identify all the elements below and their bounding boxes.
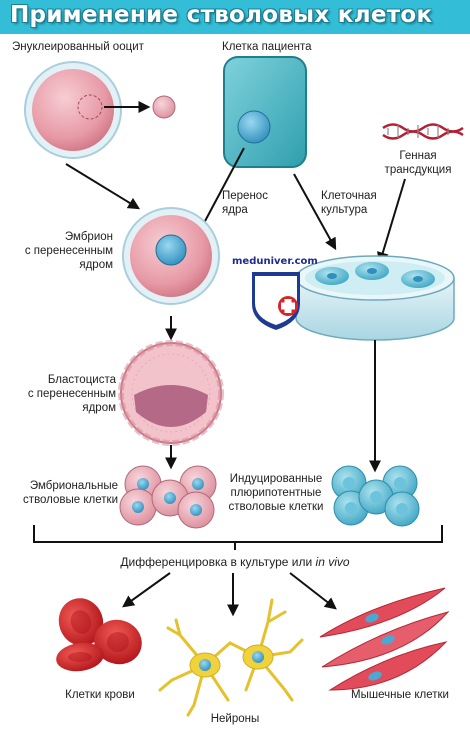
label-embryo: Эмбрион с перенесенным ядром <box>10 230 113 272</box>
label-cell-culture-line2: культура <box>321 204 368 216</box>
label-embryonic-stem-cells: Эмбриональные стволовые клетки <box>6 479 118 507</box>
label-blood-cells: Клетки крови <box>65 689 135 701</box>
label-cell-culture: Клеточная культура <box>321 189 377 217</box>
medical-shield-icon <box>252 272 300 330</box>
label-muscle-cells: Мышечные клетки <box>351 689 449 701</box>
neuron-nucleus-1 <box>199 659 211 671</box>
embryo-with-nucleus <box>122 207 220 305</box>
patient-cell <box>223 56 307 168</box>
label-ipsc-line3: стволовые клетки <box>228 501 324 513</box>
induced-pluripotent-stem-cells <box>331 465 420 527</box>
arrow-to-blood-cells <box>122 572 171 608</box>
title-banner: Применение стволовых клеток <box>0 0 470 34</box>
label-embryo-line2: с перенесенным <box>24 245 113 257</box>
label-gene-transduction-line2: трансдукция <box>384 164 452 176</box>
label-blastocyst: Бластоциста с перенесенным ядром <box>10 373 116 415</box>
label-patient-cell: Клетка пациента <box>222 41 312 53</box>
label-cell-culture-line1: Клеточная <box>321 190 377 202</box>
label-in-vivo: in vivo <box>315 555 350 569</box>
page-title: Применение стволовых клеток <box>10 2 433 28</box>
label-esc-line2: стволовые клетки <box>23 494 118 506</box>
label-embryo-line3: ядром <box>79 259 113 271</box>
arrow-oocyte-to-embryo <box>65 163 141 210</box>
label-neurons: Нейроны <box>210 713 260 725</box>
label-differentiation: Дифференцировка в культуре или in vivo <box>100 555 370 569</box>
neurons <box>158 598 304 717</box>
dna-icon <box>382 123 464 140</box>
label-enucleated-oocyte: Энуклеированный ооцит <box>12 41 144 53</box>
blastocyst <box>118 340 224 446</box>
blood-cells <box>56 598 142 672</box>
label-blastocyst-line1: Бластоциста <box>47 374 116 386</box>
enucleated-oocyte <box>24 61 122 159</box>
label-ipsc-line1: Индуцированные <box>229 473 323 485</box>
label-nuclear-transfer: Перенос ядра <box>222 189 268 217</box>
arrow-gene-transduction <box>377 178 406 265</box>
merge-bracket <box>33 525 443 543</box>
label-nuclear-transfer-line2: ядра <box>222 204 248 216</box>
label-esc-line1: Эмбриональные <box>29 480 118 492</box>
arrow-to-cell-culture <box>293 173 337 251</box>
label-blastocyst-line2: с перенесенным <box>27 388 116 400</box>
muscle-cells <box>319 587 450 691</box>
label-ipsc-line2: плюрипотентные <box>230 487 322 499</box>
label-nuclear-transfer-line1: Перенос <box>222 190 268 202</box>
arrow-to-muscle-cells <box>289 572 337 610</box>
label-differentiation-text: Дифференцировка в культуре или <box>120 555 313 569</box>
label-embryo-line1: Эмбрион <box>64 231 113 243</box>
label-gene-transduction-line1: Генная <box>399 150 437 162</box>
label-gene-transduction: Генная трансдукция <box>376 149 460 177</box>
label-blastocyst-line3: ядром <box>82 402 116 414</box>
label-induced-pluripotent-stem-cells: Индуцированные плюрипотентные стволовые … <box>224 472 328 514</box>
petri-dish <box>295 255 455 341</box>
watermark-text: meduniver.com <box>232 256 318 267</box>
neuron-nucleus-2 <box>252 651 264 663</box>
removed-nucleus <box>152 95 176 119</box>
embryonic-stem-cells <box>119 465 217 529</box>
